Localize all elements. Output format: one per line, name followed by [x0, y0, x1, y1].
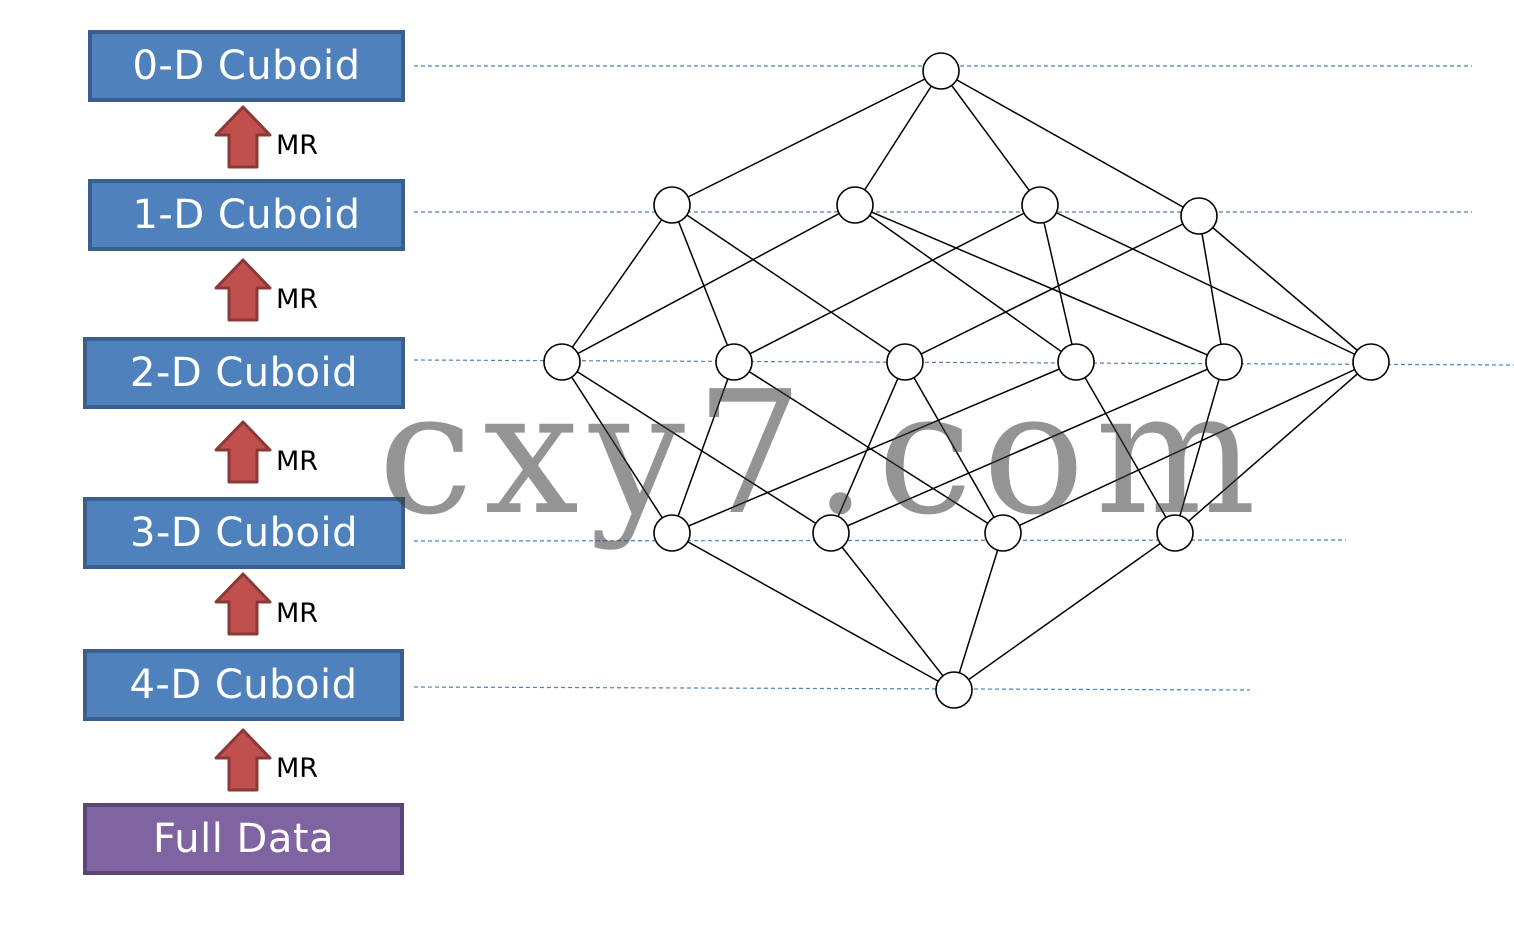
mr-label: MR	[276, 130, 319, 161]
lattice-edge	[854, 70, 942, 206]
lattice-node	[1156, 514, 1194, 552]
lattice-node	[1205, 343, 1243, 381]
lattice-edges	[561, 70, 1372, 691]
lattice-edge	[1075, 361, 1176, 534]
cuboid-4d-box: 4-D Cuboid	[83, 649, 404, 721]
lattice-edge	[1002, 361, 1372, 534]
lattice-edge	[854, 204, 1077, 363]
lattice-edge	[671, 204, 906, 363]
level-guide-lines	[413, 65, 1514, 691]
lattice-edge	[854, 204, 1225, 363]
level-guide-line	[413, 539, 1347, 542]
lattice-edge	[904, 215, 1200, 363]
lattice-node	[1180, 197, 1218, 235]
up-arrow-icon	[214, 105, 272, 169]
lattice-edge	[733, 204, 1041, 363]
full-data-box: Full Data	[83, 803, 404, 875]
lattice-edge	[830, 361, 906, 534]
lattice-nodes	[543, 52, 1390, 709]
mr-label: MR	[276, 598, 319, 629]
lattice-node	[886, 343, 924, 381]
mr-label: MR	[276, 284, 319, 315]
cuboid-1d-box: 1-D Cuboid	[88, 179, 405, 251]
lattice-edge	[561, 204, 673, 363]
lattice-edge	[561, 361, 832, 534]
lattice-node	[543, 343, 581, 381]
up-arrow-icon	[214, 420, 272, 484]
lattice-edge	[953, 532, 1004, 691]
lattice-edge	[1198, 215, 1372, 363]
lattice-edge	[1198, 215, 1225, 363]
lattice-edge	[940, 70, 1200, 217]
lattice-edge	[953, 532, 1176, 691]
lattice-node	[836, 186, 874, 224]
lattice-edge	[1174, 361, 1225, 534]
cuboid-2d-box: 2-D Cuboid	[83, 337, 405, 409]
lattice-node	[922, 52, 960, 90]
lattice-edge	[940, 70, 1041, 206]
lattice-node	[1352, 343, 1390, 381]
lattice-edge	[904, 361, 1004, 534]
lattice-node	[984, 514, 1022, 552]
lattice-node	[715, 343, 753, 381]
lattice-node	[653, 514, 691, 552]
lattice-edge	[561, 361, 673, 534]
lattice-node	[1021, 186, 1059, 224]
level-guide-line	[413, 686, 1251, 691]
lattice-edge	[671, 361, 1077, 534]
lattice-edge	[671, 361, 735, 534]
lattice-node	[653, 186, 691, 224]
up-arrow-icon	[214, 258, 272, 322]
lattice-edge	[671, 532, 955, 691]
up-arrow-icon	[214, 728, 272, 792]
lattice-edge	[561, 204, 856, 363]
lattice-edge	[1039, 204, 1372, 363]
lattice-edge	[671, 204, 735, 363]
lattice-edge	[830, 361, 1225, 534]
lattice-node	[1057, 343, 1095, 381]
mr-label: MR	[276, 753, 319, 784]
lattice-edge	[830, 532, 955, 691]
up-arrow-icon	[214, 572, 272, 636]
lattice-node	[812, 514, 850, 552]
mr-label: MR	[276, 446, 319, 477]
level-guide-line	[413, 359, 1514, 366]
lattice-edge	[1174, 361, 1372, 534]
cuboid-3d-box: 3-D Cuboid	[83, 497, 405, 569]
lattice-edge	[1039, 204, 1077, 363]
cuboid-0d-box: 0-D Cuboid	[88, 30, 405, 102]
lattice-node	[935, 671, 973, 709]
lattice-edge	[671, 70, 942, 206]
